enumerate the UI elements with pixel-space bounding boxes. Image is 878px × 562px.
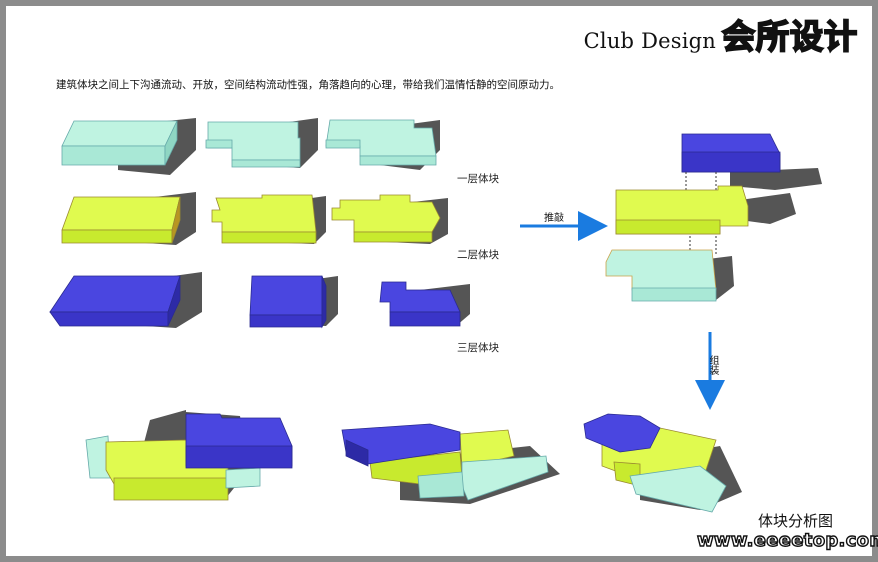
floor3-label: 三层体块 — [457, 342, 499, 354]
figure-caption: 体块分析图 — [758, 512, 834, 530]
floor1-label: 一层体块 — [457, 173, 499, 185]
floor2-label: 二层体块 — [457, 249, 499, 261]
floor1-block-a — [61, 118, 196, 175]
exploded-stack — [605, 133, 822, 302]
assembled-view-2 — [341, 423, 560, 504]
assemble-arrow-label: 组装 — [707, 355, 718, 375]
svg-text:.: . — [0, 0, 5, 4]
assembled-view-3 — [583, 413, 742, 513]
push-arrow-label: 推敲 — [544, 213, 564, 224]
floor1-block-b — [205, 118, 318, 168]
floor3-block-b — [249, 275, 338, 329]
watermark: www.eeeetop.com — [696, 529, 878, 551]
title-chinese: 会所设计 — [721, 17, 858, 56]
design-description: 建筑体块之间上下沟通流动、开放，空间结构流动性强，角落趋向的心理，带给我们温情恬… — [56, 79, 560, 91]
floor2-block-a — [61, 192, 196, 245]
floor3-block-a — [49, 272, 202, 328]
title-block: Club Design 会所设计 — [583, 17, 858, 56]
floor1-block-c — [325, 119, 440, 170]
assembled-view-1 — [85, 410, 293, 501]
floor3-block-c — [379, 281, 470, 327]
floor2-block-b — [211, 194, 326, 244]
title-english: Club Design — [583, 29, 716, 53]
floor2-block-c — [331, 194, 448, 244]
